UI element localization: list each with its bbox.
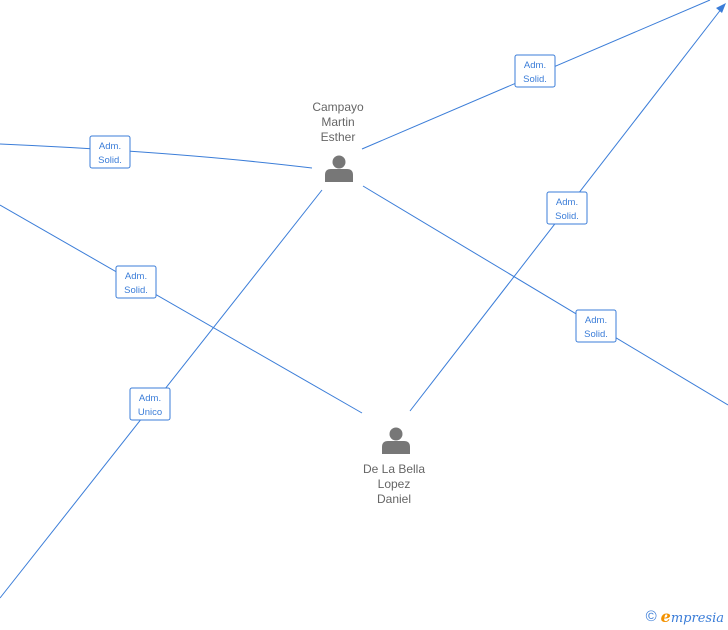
arrow-head [716,3,726,13]
badge-line-2: Solid. [555,211,579,222]
copyright-icon: © [645,608,657,625]
person-name-line-3: Daniel [377,492,411,506]
badge-line-1: Adm. [139,393,161,404]
role-badge[interactable]: Adm. Solid. [514,54,556,88]
role-badge[interactable]: Adm. Solid. [89,135,131,169]
person-name-line-3: Esther [321,130,356,144]
empresia-watermark: © empresia [646,607,724,626]
role-badge[interactable]: Adm. Unico [129,387,171,421]
badge-line-1: Adm. [585,315,607,326]
edge-esther-right [362,185,728,406]
badge-line-1: Adm. [524,60,546,71]
badge-line-2: Solid. [98,155,122,166]
person-node-esther[interactable]: Campayo Martin Esther [312,100,364,182]
edge-daniel-left [0,204,363,414]
badge-line-2: Solid. [124,285,148,296]
brand-initial: e [660,607,671,626]
role-badge[interactable]: Adm. Solid. [546,191,588,225]
person-name-line-1: Campayo [312,100,364,114]
role-badge[interactable]: Adm. Solid. [115,265,157,299]
edge-esther-left [0,143,313,169]
badge-line-1: Adm. [556,197,578,208]
person-name-line-2: Lopez [378,477,411,491]
person-icon [325,155,353,182]
brand-logo: empresia [661,607,724,626]
role-badge[interactable]: Adm. Solid. [575,309,617,343]
person-name-line-1: De La Bella [363,462,425,476]
brand-name: mpresia [670,611,724,626]
badge-line-2: Solid. [523,74,547,85]
badge-line-1: Adm. [99,141,121,152]
person-icon [382,427,410,454]
badge-line-2: Unico [138,407,162,418]
person-name-line-2: Martin [321,115,354,129]
edges [0,0,728,599]
badge-line-1: Adm. [125,271,147,282]
person-node-daniel[interactable]: De La Bella Lopez Daniel [363,427,425,507]
badge-line-2: Solid. [584,329,608,340]
